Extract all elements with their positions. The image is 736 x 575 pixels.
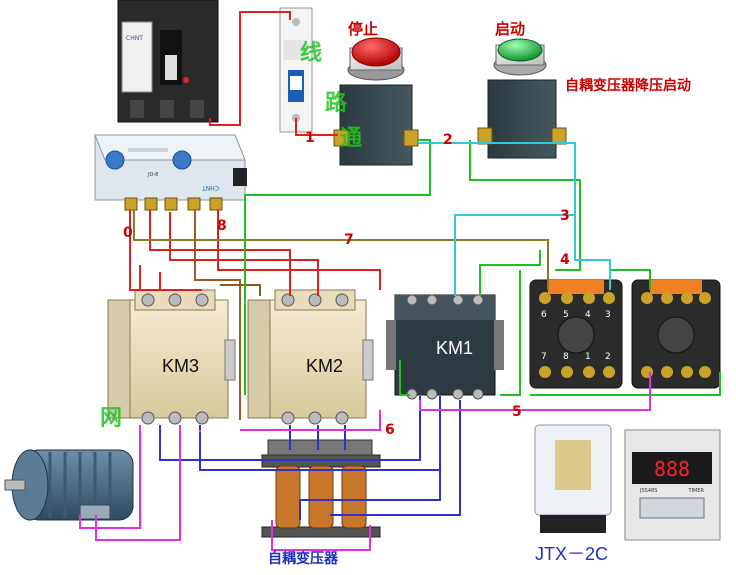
intermediate-relay xyxy=(534,424,612,533)
socket-pin-3: 3 xyxy=(605,310,611,320)
timer-model: JSS48S xyxy=(639,488,657,494)
time-relay: 888 TIMER JSS48S xyxy=(624,429,721,541)
watermark-char-1: 线 xyxy=(300,41,323,66)
km1-label: KM1 xyxy=(436,338,474,358)
protector-model: JD-8 xyxy=(147,172,158,178)
wire-number-2: 2 xyxy=(443,132,453,148)
wire-number-0: 0 xyxy=(123,225,133,241)
wire-number-1: 1 xyxy=(305,130,315,146)
motor xyxy=(4,449,134,521)
control-fuse-breaker xyxy=(279,7,313,133)
socket-pin-1: 1 xyxy=(585,352,591,362)
wire-number-4: 4 xyxy=(560,252,570,268)
relay-socket-left xyxy=(529,279,623,389)
relay-label: JTX－2C xyxy=(535,544,609,564)
relay-socket-right xyxy=(631,279,721,389)
wire-number-6: 6 xyxy=(385,422,395,438)
wire-number-5: 5 xyxy=(512,404,522,420)
wire-number-3: 3 xyxy=(560,208,570,224)
protector-brand: CHNT xyxy=(202,184,219,191)
stop-pushbutton xyxy=(333,37,419,166)
timer-display: 888 xyxy=(654,457,690,481)
socket-pin-5: 5 xyxy=(563,310,569,320)
wire-number-7: 7 xyxy=(344,232,354,248)
watermark-char-3: 通 xyxy=(340,126,363,151)
contactor-km2 xyxy=(247,289,374,425)
socket-pin-7: 7 xyxy=(541,352,547,362)
phase-failure-protector: CHNT JD-8 xyxy=(94,134,247,211)
km2-label: KM2 xyxy=(306,356,344,376)
main-circuit-breaker: CHNT xyxy=(117,0,219,123)
start-pushbutton xyxy=(477,38,567,159)
stop-button-label: 停止 xyxy=(348,20,379,38)
contactor-km1 xyxy=(386,294,504,400)
contactor-km3 xyxy=(107,289,236,425)
autotransformer xyxy=(261,439,381,538)
start-button-label: 启动 xyxy=(495,20,526,38)
watermark-char-2: 路 xyxy=(325,91,348,116)
wires xyxy=(79,11,721,551)
socket-pin-6: 6 xyxy=(541,310,547,320)
wire-number-8: 8 xyxy=(217,218,227,234)
breaker-brand: CHNT xyxy=(126,35,143,42)
socket-pin-4: 4 xyxy=(585,310,591,320)
timer-brand: TIMER xyxy=(688,488,705,494)
transformer-label: 自耦变压器 xyxy=(268,551,338,567)
socket-pin-2: 2 xyxy=(605,352,611,362)
km3-label: KM3 xyxy=(162,356,200,376)
diagram-title: 自耦变压器降压启动 xyxy=(565,78,691,94)
socket-pin-8: 8 xyxy=(563,352,569,362)
watermark-char-4: 网 xyxy=(100,406,123,431)
